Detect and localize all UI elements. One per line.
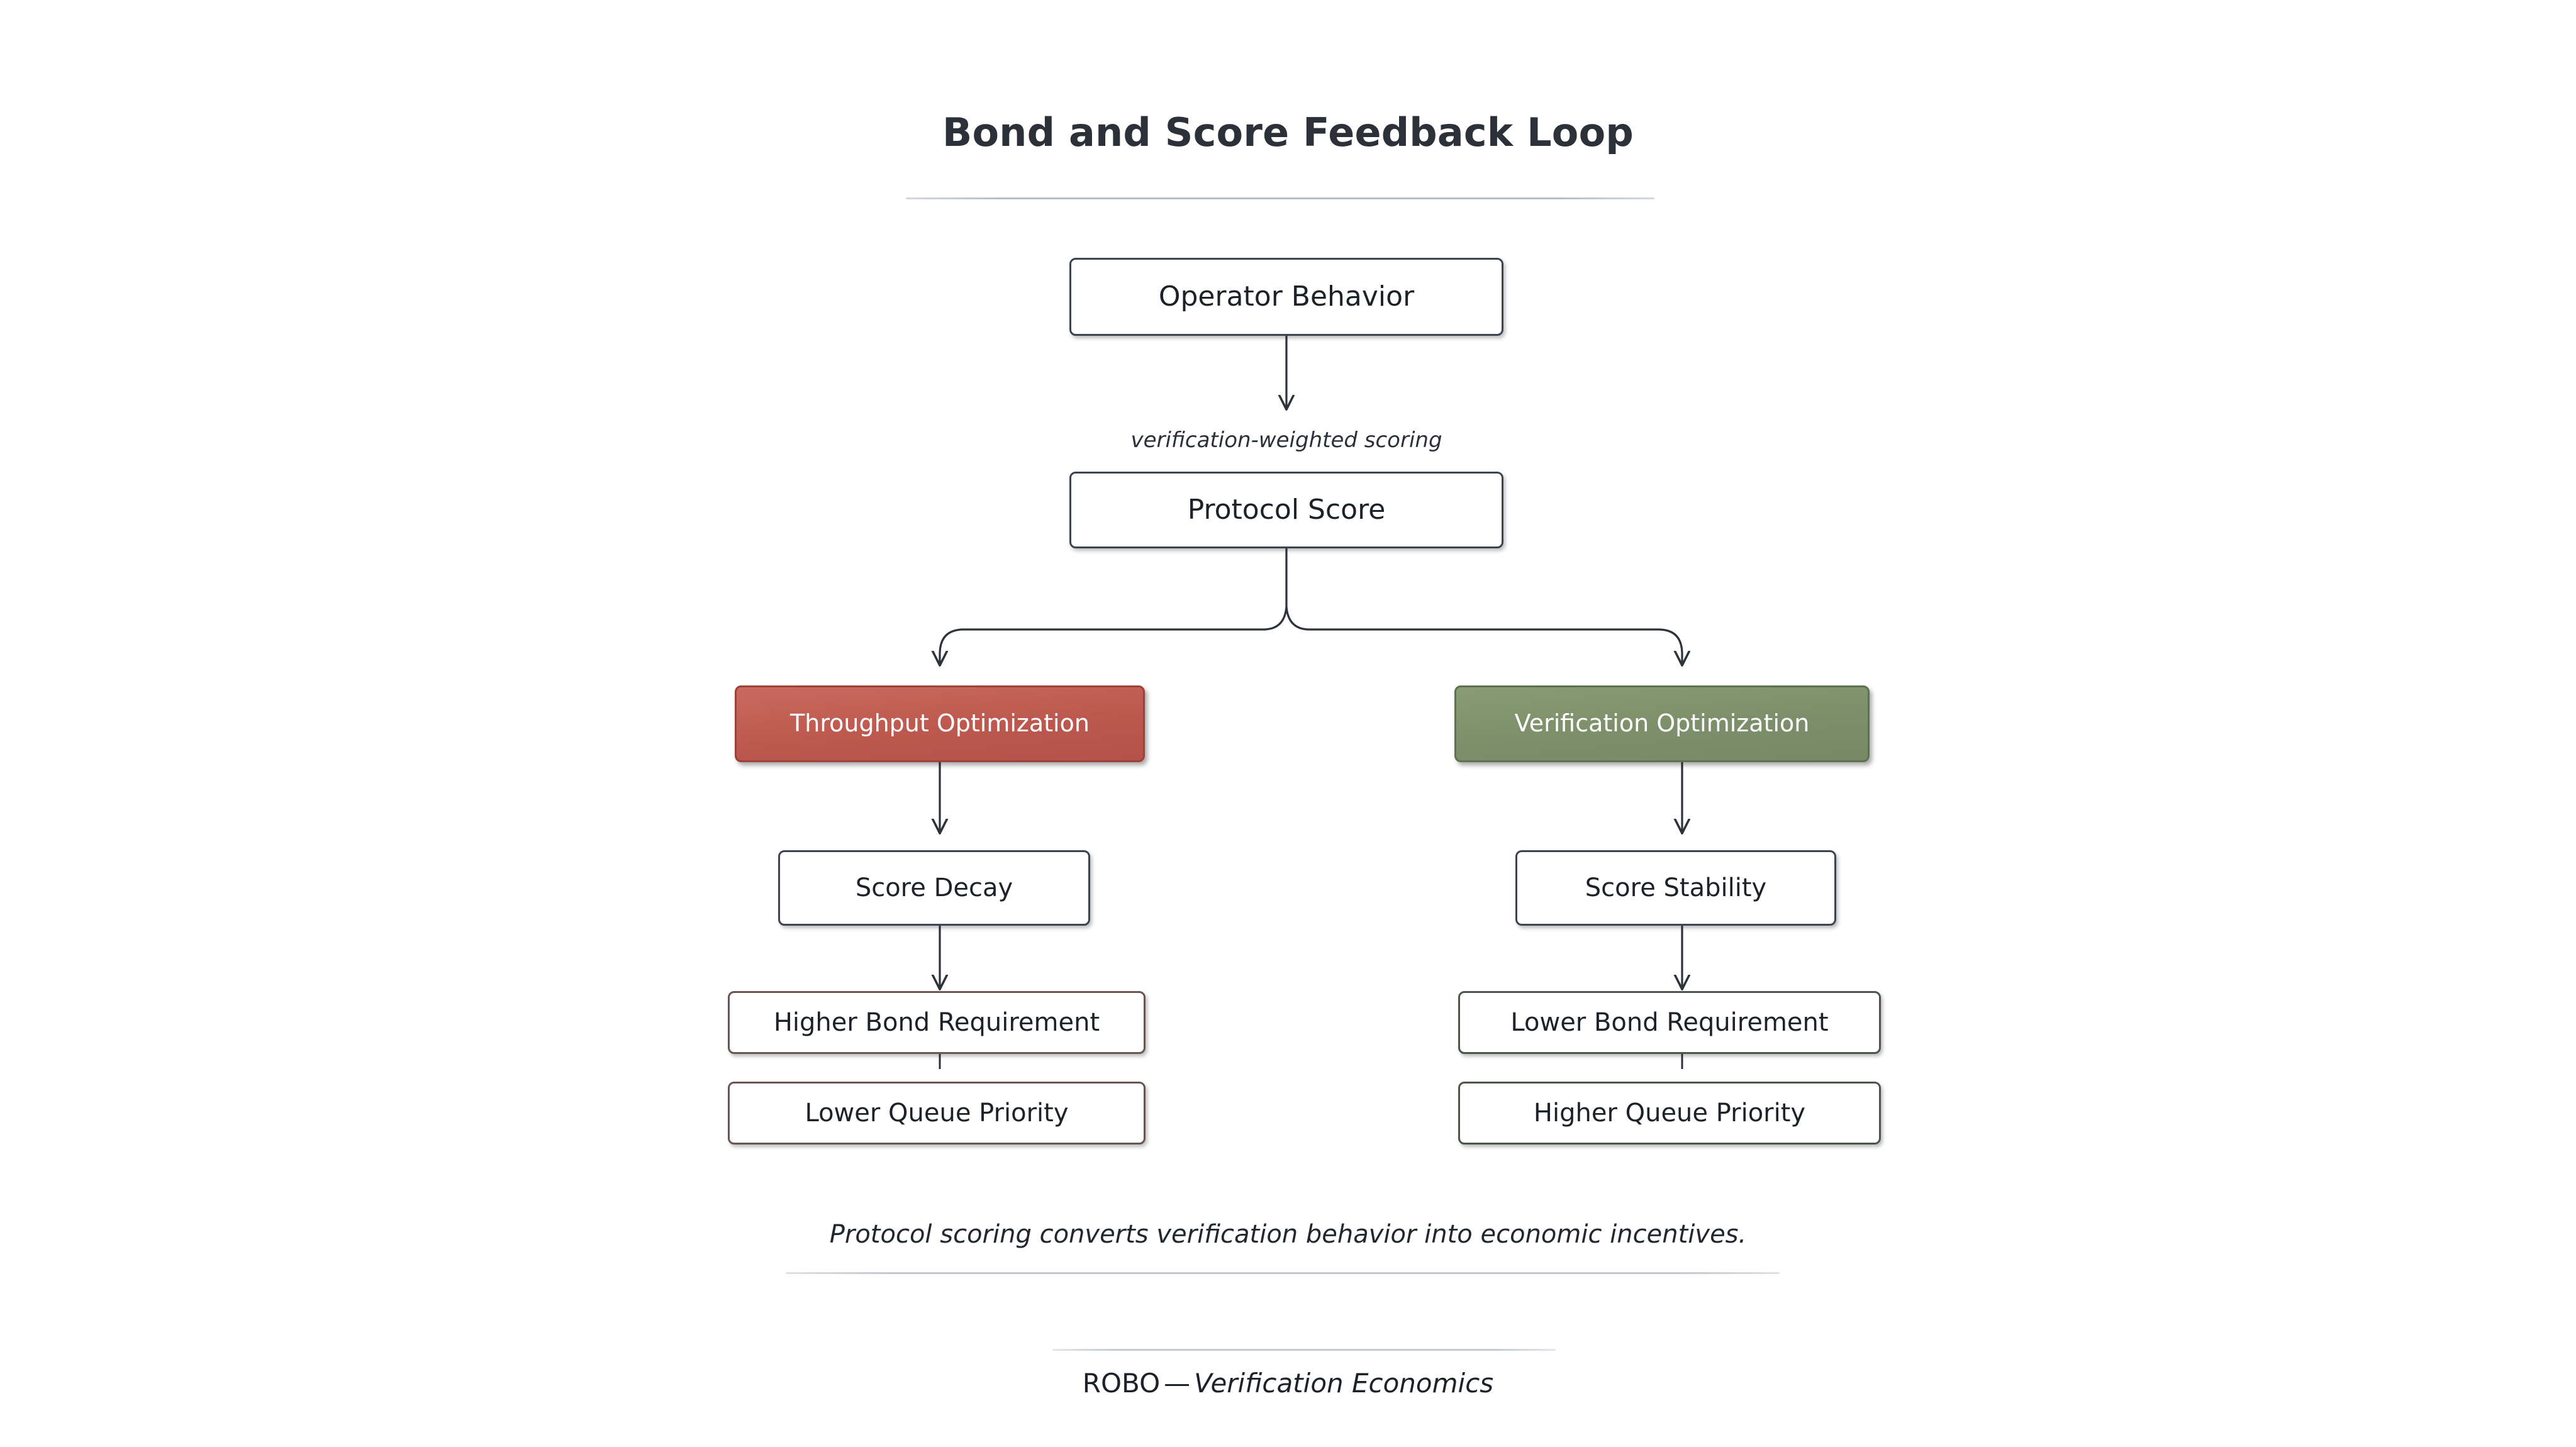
caption-text: Protocol scoring converts verification b…	[829, 1220, 1747, 1249]
edge-label-verification-weighted-scoring: verification-weighted scoring	[1130, 428, 1442, 453]
caption-divider	[786, 1272, 1780, 1274]
node-lower-bond-requirement[interactable]: Lower Bond Requirement	[1458, 991, 1881, 1054]
edge-score-split-left	[940, 606, 1288, 663]
node-lower-queue-priority[interactable]: Lower Queue Priority	[728, 1082, 1146, 1145]
node-throughput-optimization[interactable]: Throughput Optimization	[735, 685, 1145, 762]
node-operator-behavior[interactable]: Operator Behavior	[1069, 258, 1503, 336]
footer-dash: —	[1164, 1368, 1191, 1399]
node-score-decay-label: Score Decay	[855, 873, 1013, 902]
caption-block: Protocol scoring converts verification b…	[0, 1220, 2576, 1249]
diagram-title: Bond and Score Feedback Loop	[942, 109, 1634, 155]
title-block: Bond and Score Feedback Loop	[0, 112, 2576, 153]
node-higher-bond-requirement-label: Higher Bond Requirement	[773, 1008, 1100, 1037]
node-score-decay[interactable]: Score Decay	[778, 850, 1090, 926]
title-divider	[906, 197, 1654, 199]
node-higher-bond-requirement[interactable]: Higher Bond Requirement	[728, 991, 1146, 1054]
node-protocol-score-label: Protocol Score	[1187, 493, 1386, 526]
footer-divider	[1052, 1349, 1556, 1351]
node-lower-bond-requirement-label: Lower Bond Requirement	[1510, 1008, 1829, 1037]
node-verification-optimization[interactable]: Verification Optimization	[1454, 685, 1870, 762]
node-higher-queue-priority[interactable]: Higher Queue Priority	[1458, 1082, 1881, 1145]
footer-block: ROBO—Verification Economics	[0, 1368, 2576, 1399]
node-higher-queue-priority-label: Higher Queue Priority	[1533, 1099, 1806, 1128]
node-throughput-optimization-label: Throughput Optimization	[790, 709, 1090, 738]
footer-subtitle: Verification Economics	[1194, 1368, 1494, 1399]
footer-brand: ROBO	[1082, 1368, 1161, 1399]
node-lower-queue-priority-label: Lower Queue Priority	[805, 1099, 1069, 1128]
node-score-stability-label: Score Stability	[1585, 873, 1767, 902]
edge-score-split-right	[1285, 606, 1682, 663]
node-score-stability[interactable]: Score Stability	[1515, 850, 1836, 926]
node-operator-behavior-label: Operator Behavior	[1158, 280, 1415, 313]
node-verification-optimization-label: Verification Optimization	[1514, 709, 1810, 738]
node-protocol-score[interactable]: Protocol Score	[1069, 472, 1503, 548]
